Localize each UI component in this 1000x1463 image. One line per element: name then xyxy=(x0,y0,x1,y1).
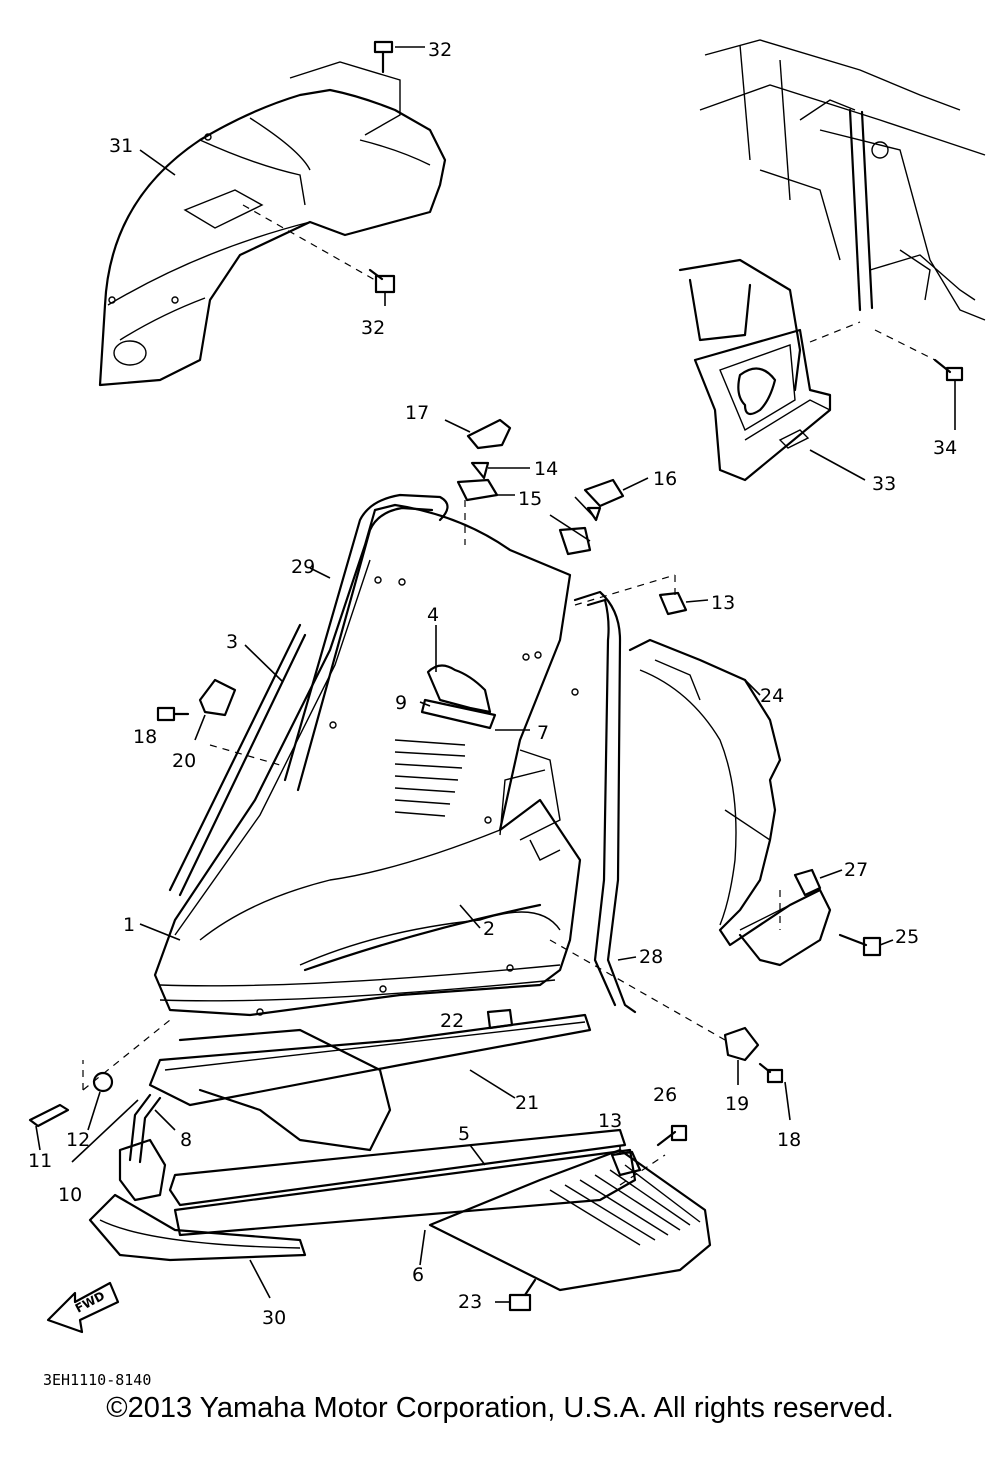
washer-part-12 xyxy=(87,1071,114,1131)
bolt-part-18-left xyxy=(156,706,190,722)
callout-17: 17 xyxy=(405,402,429,424)
callout-15: 15 xyxy=(518,488,542,510)
callout-3: 3 xyxy=(226,631,238,653)
rear-fender-part-31 xyxy=(98,61,447,387)
callout-27: 27 xyxy=(844,859,868,881)
callout-1: 1 xyxy=(123,914,135,936)
molding-part-30 xyxy=(88,1193,307,1299)
clip-part-13-upper xyxy=(658,591,709,616)
callout-33: 33 xyxy=(872,473,896,495)
callout-32-top: 32 xyxy=(428,39,452,61)
callout-20: 20 xyxy=(172,750,196,772)
assembly-line xyxy=(809,321,861,343)
callout-4: 4 xyxy=(427,604,439,626)
callout-28: 28 xyxy=(639,946,663,968)
callout-7: 7 xyxy=(537,722,549,744)
molding-part-3-inner xyxy=(178,633,307,897)
callout-29: 29 xyxy=(291,556,315,578)
assembly-line xyxy=(242,204,376,281)
callout-18-right: 18 xyxy=(777,1129,801,1151)
floor-panel-part-6 xyxy=(419,1148,712,1292)
callout-34: 34 xyxy=(933,437,957,459)
bolt-part-26 xyxy=(656,1124,688,1147)
leader-line xyxy=(809,449,866,481)
clip-part-13-lower xyxy=(610,1146,642,1177)
leg-shield-part-1 xyxy=(153,503,582,1017)
clip-part-27 xyxy=(793,868,843,897)
callout-13-lower: 13 xyxy=(598,1110,622,1132)
assembly-line xyxy=(874,329,936,361)
callout-19: 19 xyxy=(725,1093,749,1115)
bracket-part-19 xyxy=(723,1026,760,1085)
drawing-code: 3EH1110-8140 xyxy=(43,1371,151,1389)
callout-24: 24 xyxy=(760,685,784,707)
callout-11: 11 xyxy=(28,1150,52,1172)
bolt-part-18-right xyxy=(758,1062,791,1121)
bracket-part-20 xyxy=(194,678,237,741)
callout-12: 12 xyxy=(66,1129,90,1151)
callout-32-lower: 32 xyxy=(361,317,385,339)
callout-22: 22 xyxy=(440,1010,464,1032)
bolt-part-25 xyxy=(838,933,894,957)
callout-26: 26 xyxy=(653,1084,677,1106)
callout-10: 10 xyxy=(58,1184,82,1206)
callout-18-left: 18 xyxy=(133,726,157,748)
bolt-part-32-lower xyxy=(368,268,396,306)
callout-23: 23 xyxy=(458,1291,482,1313)
callout-30: 30 xyxy=(262,1307,286,1329)
weatherstrip-part-28 xyxy=(573,590,637,1014)
bolt-part-23 xyxy=(495,1278,537,1312)
callout-2: 2 xyxy=(483,918,495,940)
rivet-part-11 xyxy=(28,1103,70,1151)
callout-13-upper: 13 xyxy=(711,592,735,614)
callout-8: 8 xyxy=(180,1129,192,1151)
assembly-lines xyxy=(82,500,781,1186)
clip-part-22 xyxy=(486,1008,514,1030)
callout-25: 25 xyxy=(895,926,919,948)
callout-21: 21 xyxy=(515,1092,539,1114)
leader-lines xyxy=(139,149,637,961)
callout-6: 6 xyxy=(412,1264,424,1286)
leader-line-10 xyxy=(71,1099,139,1163)
fwd-arrow-icon: FWD xyxy=(46,1281,120,1334)
callout-14: 14 xyxy=(534,458,558,480)
emblem-parts-4-7-9 xyxy=(394,625,530,817)
inner-panel-part-24 xyxy=(628,638,832,967)
callouts: 1 2 3 4 5 6 7 8 9 10 11 12 13 13 14 15 1… xyxy=(28,39,957,1329)
copyright-notice: ©2013 Yamaha Motor Corporation, U.S.A. A… xyxy=(106,1392,894,1424)
fwd-label: FWD xyxy=(73,1289,107,1316)
callout-31: 31 xyxy=(109,135,133,157)
bolt-part-34 xyxy=(933,358,964,430)
molding-part-5 xyxy=(168,1128,637,1237)
bolt-part-32-top xyxy=(373,40,425,74)
small-parts-14-17 xyxy=(444,418,649,556)
callout-5: 5 xyxy=(458,1123,470,1145)
callout-9: 9 xyxy=(395,692,407,714)
molding-part-3 xyxy=(168,623,302,892)
battery-box-part-33 xyxy=(678,258,832,482)
bracket-part-10-area xyxy=(118,1138,167,1202)
callout-16: 16 xyxy=(653,468,677,490)
strip-part-8 xyxy=(128,1093,176,1164)
molding-part-2 xyxy=(303,903,542,972)
step-board-part-21-sub xyxy=(178,1028,392,1152)
frame-section xyxy=(699,39,986,321)
